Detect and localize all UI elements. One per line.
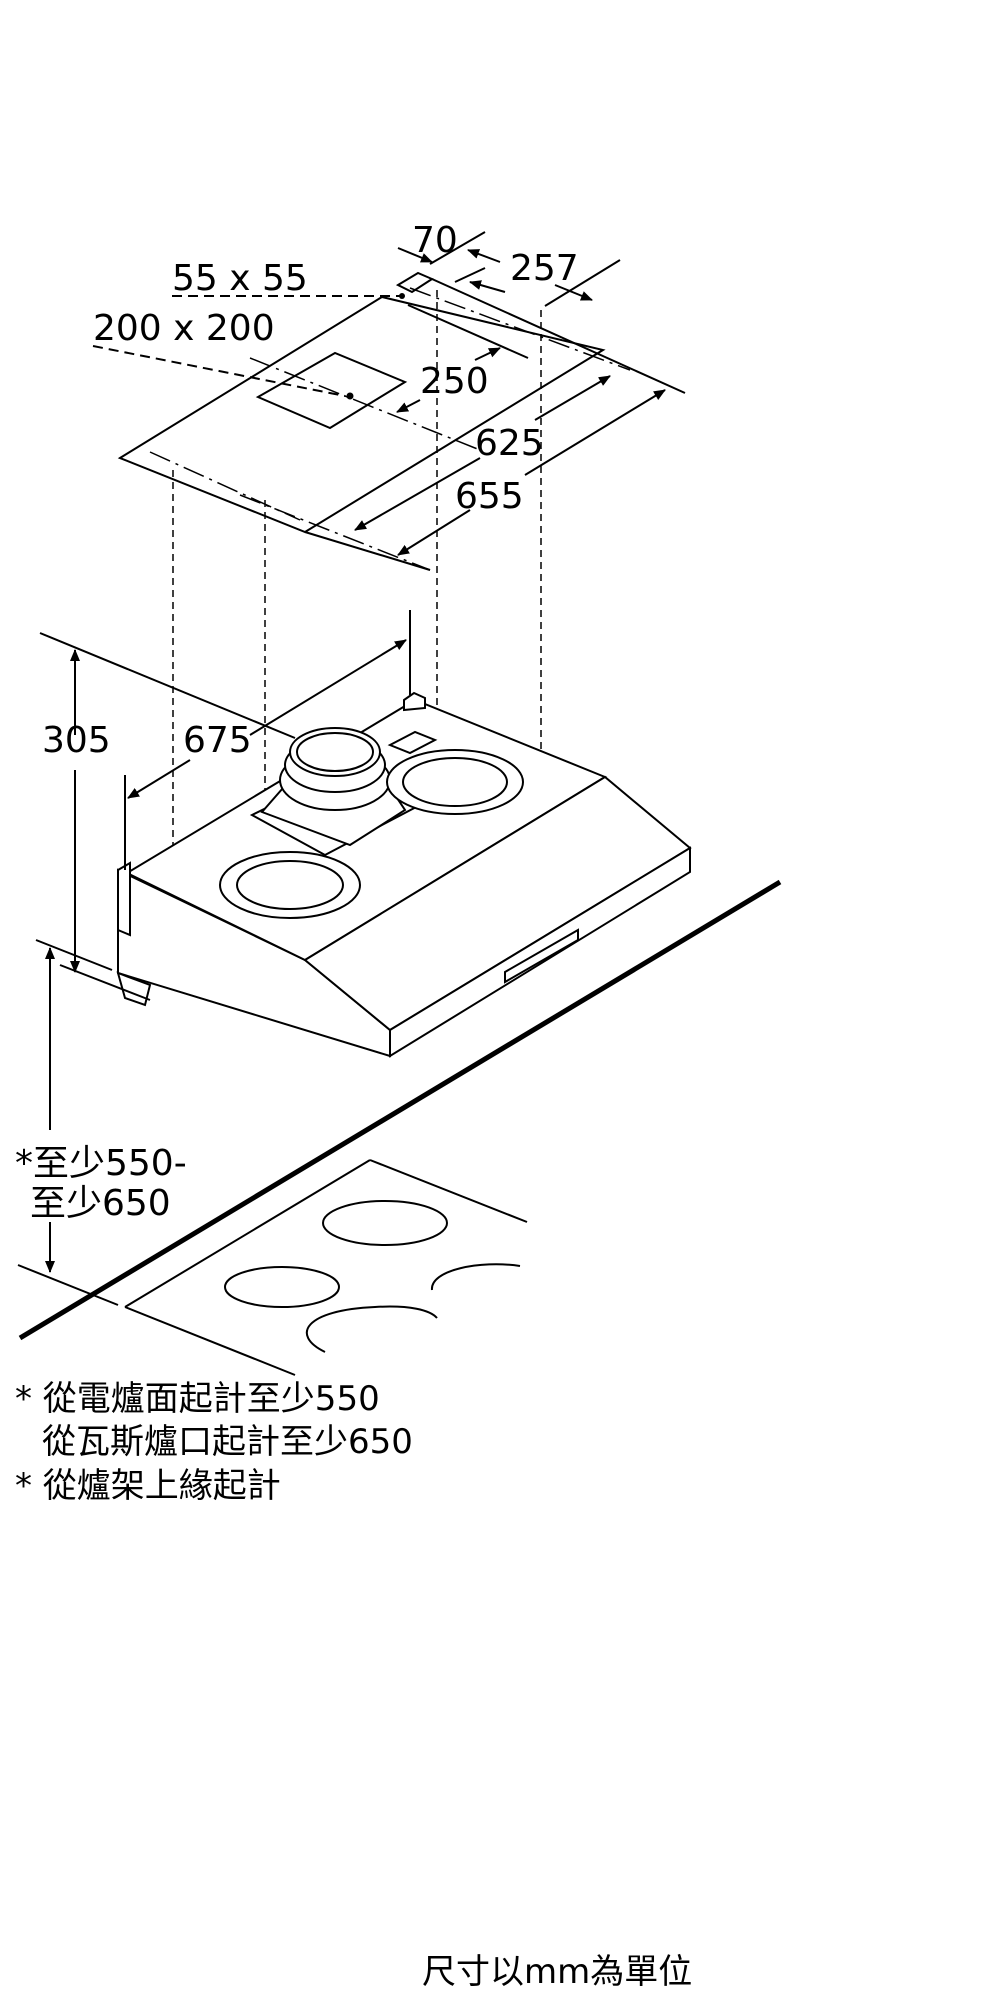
dimension-305: 305	[42, 720, 111, 761]
dimension-675: 675	[183, 720, 252, 761]
hood-dimension-lines	[35, 610, 411, 1273]
dimension-70: 70	[412, 220, 458, 261]
dimension-200x200: 200 x 200	[93, 308, 275, 349]
range-hood	[116, 691, 692, 1058]
units-note: 尺寸以mm為單位	[422, 1952, 692, 1992]
note-line2: 從瓦斯爐口起計至少650	[42, 1422, 413, 1462]
dimension-lines	[92, 231, 666, 930]
min-height-line1: *至少550-	[15, 1143, 187, 1184]
min-height-line2: 至少650	[30, 1183, 171, 1224]
dimension-655: 655	[455, 476, 524, 517]
note-line1: * 從電爐面起計至少550	[15, 1379, 380, 1419]
note-line3: * 從爐架上緣起計	[15, 1466, 281, 1506]
dimension-625: 625	[475, 423, 544, 464]
cooktop	[17, 879, 782, 1376]
dimension-55x55: 55 x 55	[172, 258, 308, 299]
dimension-257: 257	[510, 248, 579, 289]
dimension-250: 250	[420, 361, 489, 402]
